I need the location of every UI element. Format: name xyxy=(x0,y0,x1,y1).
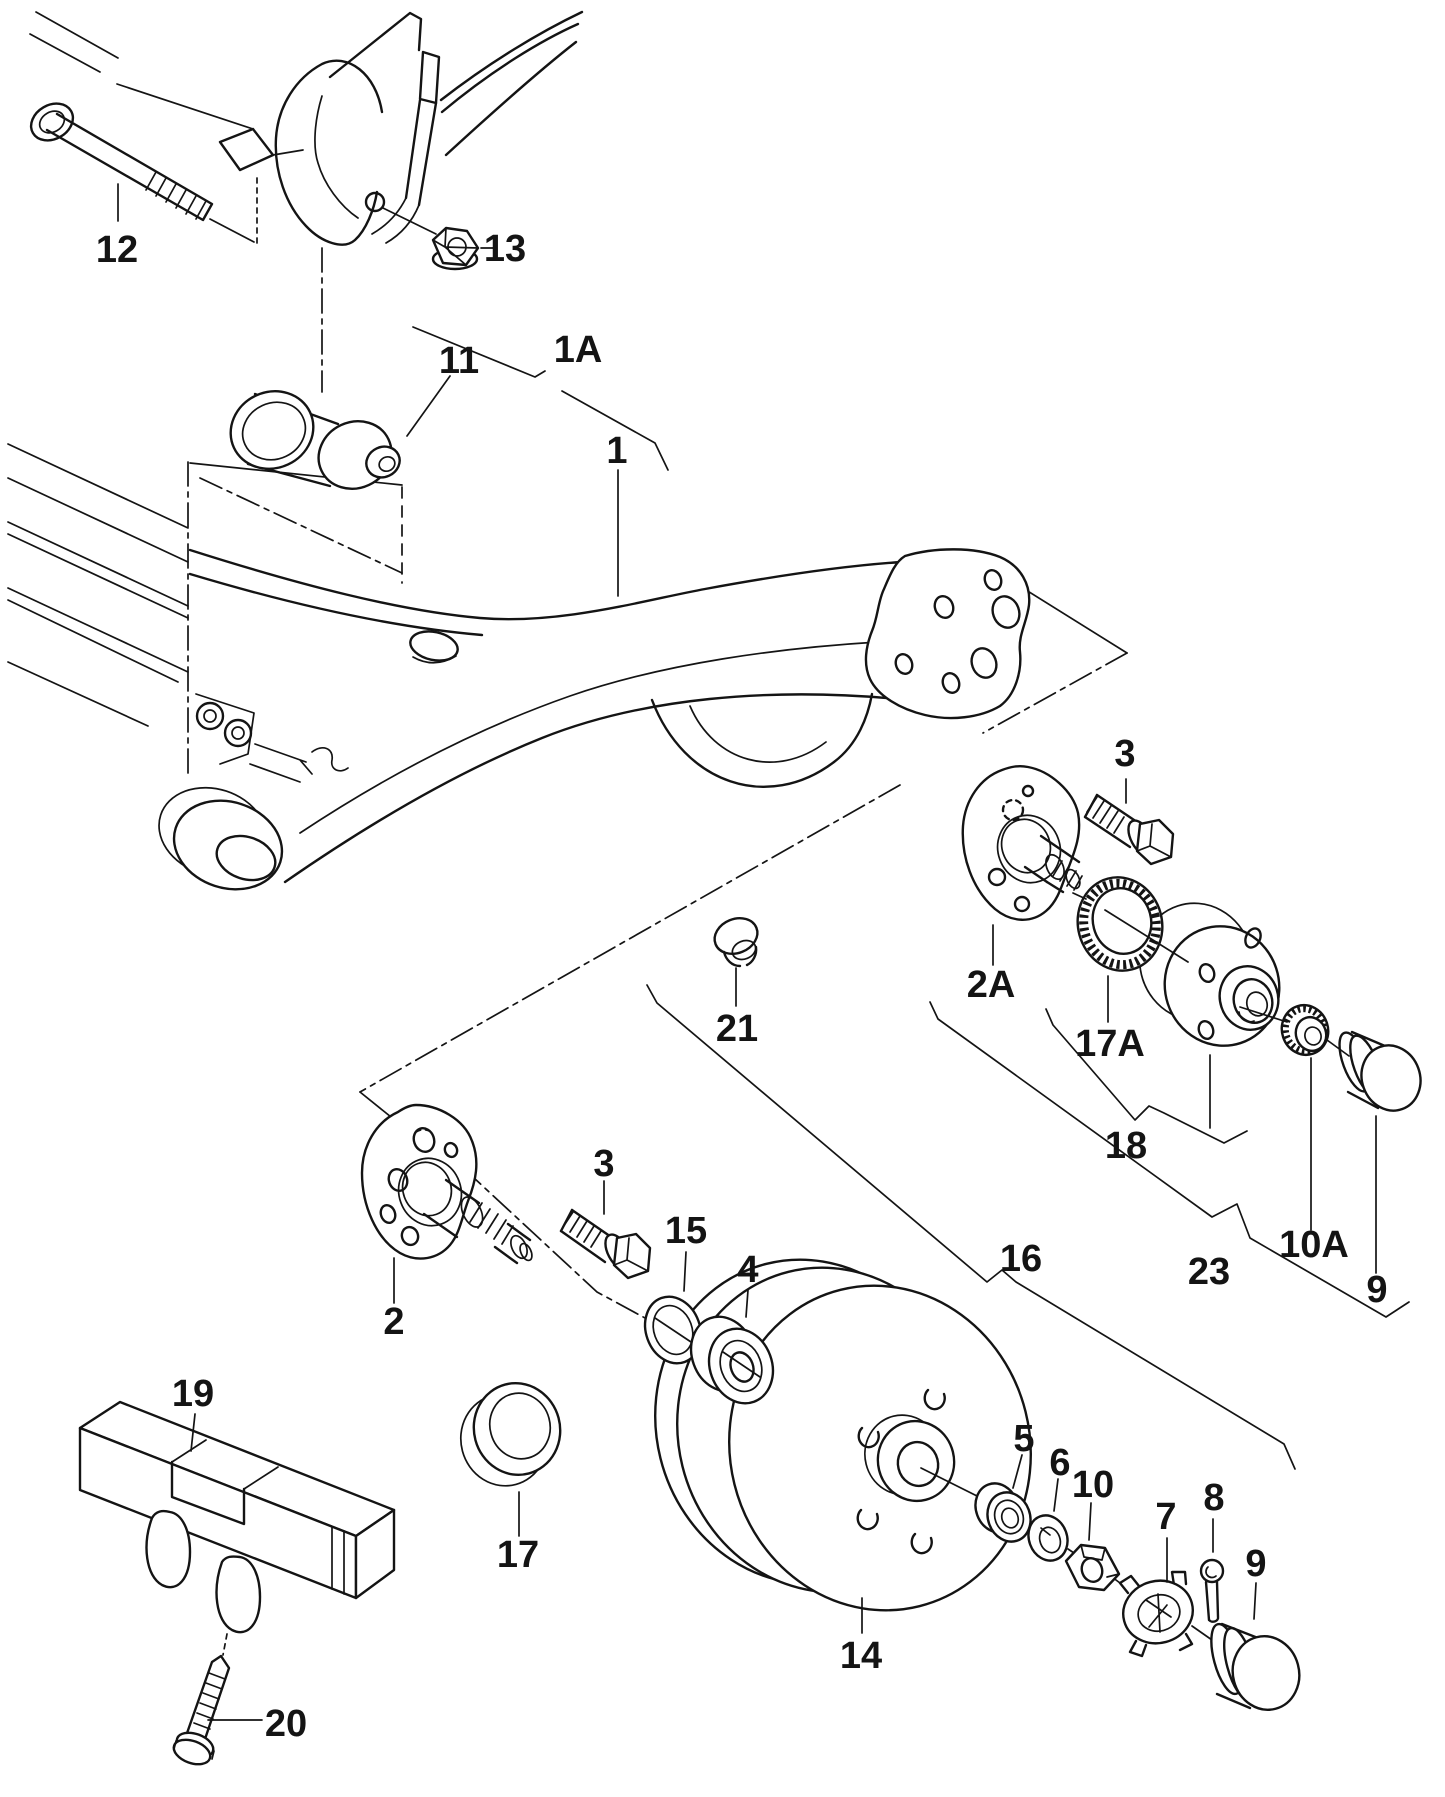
abs-ring-17a-drawing xyxy=(1076,876,1164,972)
underbody-bracket-drawing xyxy=(29,10,584,246)
bolt-12-drawing xyxy=(29,102,214,222)
label-15: 15 xyxy=(665,1210,707,1252)
nut-10a-drawing xyxy=(1280,1003,1330,1057)
cotter-pin-8-drawing xyxy=(1199,1558,1225,1623)
nut-10-drawing xyxy=(1064,1543,1121,1592)
centerlines-drawing xyxy=(187,247,1128,1457)
seal-15-drawing xyxy=(643,1295,703,1365)
nut-13-drawing xyxy=(431,226,480,271)
label-16: 16 xyxy=(1000,1238,1042,1280)
upper-axis-connectors xyxy=(1072,892,1350,1057)
cap-9-upper-drawing xyxy=(1338,1030,1422,1112)
label-9-upper: 9 xyxy=(1366,1269,1387,1311)
axle-beam-drawing xyxy=(158,548,1031,891)
brake-drum-14-drawing xyxy=(654,1258,1032,1612)
label-3-upper: 3 xyxy=(1114,733,1135,775)
label-8: 8 xyxy=(1203,1477,1224,1519)
wheel-hub-upper-drawing xyxy=(1138,902,1281,1047)
label-5: 5 xyxy=(1013,1418,1034,1460)
bushing-11-drawing xyxy=(229,390,401,490)
washer-6-drawing xyxy=(1027,1514,1069,1562)
stub-axle-2-drawing xyxy=(360,1103,533,1265)
bearing-5-drawing xyxy=(974,1482,1032,1543)
bearing-4-drawing xyxy=(689,1315,775,1405)
label-21: 21 xyxy=(716,1008,758,1050)
label-20: 20 xyxy=(265,1703,307,1745)
label-4: 4 xyxy=(737,1249,758,1291)
buffer-19-drawing xyxy=(78,1400,396,1634)
label-9-lower: 9 xyxy=(1245,1543,1266,1585)
ring-17-drawing xyxy=(459,1381,562,1487)
label-14: 14 xyxy=(840,1635,882,1677)
label-2: 2 xyxy=(383,1301,404,1343)
label-2A: 2A xyxy=(967,964,1016,1006)
callout-labels: 12 13 11 1A 1 2A 3 17A 18 21 23 10A 9 16… xyxy=(96,228,1388,1745)
label-17: 17 xyxy=(497,1534,539,1576)
label-13: 13 xyxy=(484,228,526,270)
label-6: 6 xyxy=(1049,1442,1070,1484)
plug-21-drawing xyxy=(713,917,759,968)
label-10: 10 xyxy=(1072,1464,1114,1506)
bolt-3-lower-drawing xyxy=(559,1208,652,1280)
stub-axle-2a-drawing xyxy=(961,765,1083,921)
label-1: 1 xyxy=(606,430,627,472)
label-23: 23 xyxy=(1188,1251,1230,1293)
label-1A: 1A xyxy=(554,329,603,371)
label-7: 7 xyxy=(1155,1496,1176,1538)
label-19: 19 xyxy=(172,1373,214,1415)
screw-20-drawing xyxy=(172,1633,231,1766)
leader-lines xyxy=(117,183,1410,1721)
lock-cap-7-drawing xyxy=(1118,1570,1194,1658)
frame-rails-drawing xyxy=(7,443,189,727)
cap-9-lower-drawing xyxy=(1210,1622,1301,1711)
label-17A: 17A xyxy=(1075,1023,1145,1065)
label-18: 18 xyxy=(1105,1125,1147,1167)
label-3-lower: 3 xyxy=(593,1143,614,1185)
label-12: 12 xyxy=(96,229,138,271)
label-10A: 10A xyxy=(1279,1224,1349,1266)
label-11: 11 xyxy=(439,340,479,382)
bolt-3-upper-drawing xyxy=(1083,793,1175,866)
